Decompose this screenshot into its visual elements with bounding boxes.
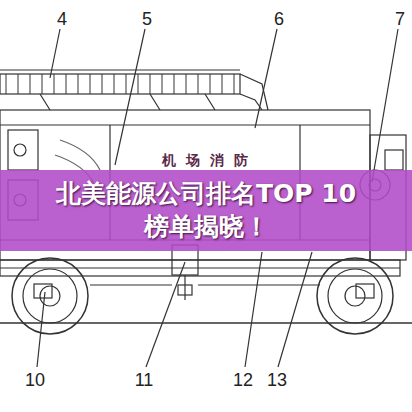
callout-number: 7: [393, 10, 407, 28]
callout-number: 6: [272, 10, 286, 28]
banner-headline: 北美能源公司排名TOP 10榜单揭晓！: [51, 178, 361, 243]
callout-number: 5: [140, 10, 154, 28]
callout-number: 12: [231, 371, 255, 389]
callout-number: 10: [23, 371, 47, 389]
callout-number: 4: [55, 10, 69, 28]
vehicle-lettering: 机场消防: [152, 152, 258, 168]
callout-number: 13: [265, 371, 289, 389]
promo-banner: 北美能源公司排名TOP 10榜单揭晓！: [0, 170, 412, 251]
callout-number: 11: [133, 371, 156, 389]
